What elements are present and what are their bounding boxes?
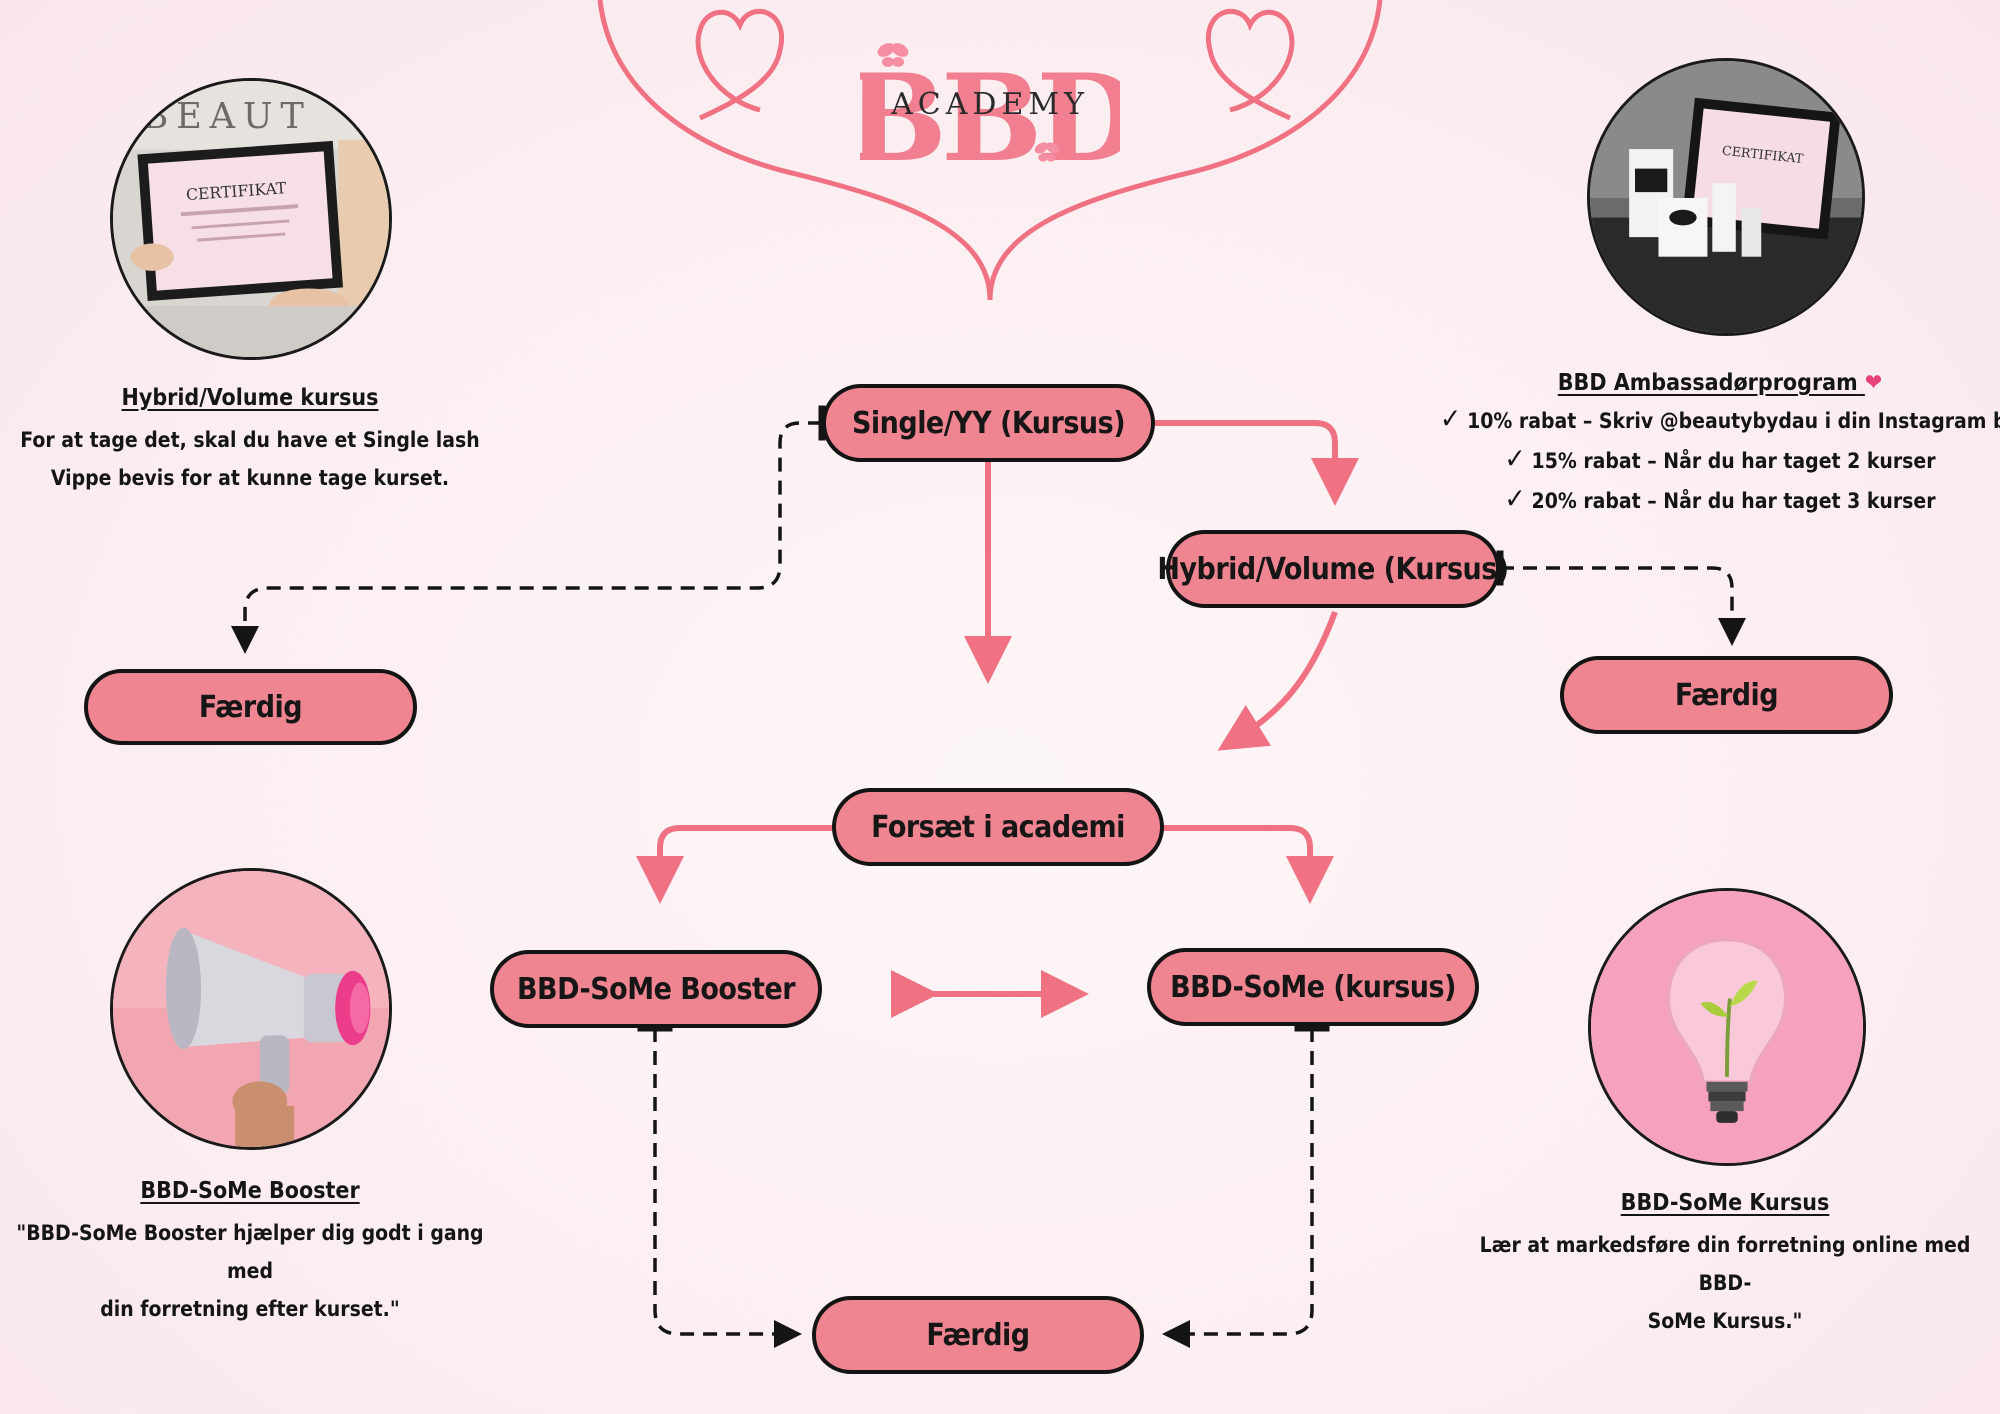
caption-booster-line: din forretning efter kurset." — [100, 1297, 400, 1321]
check-icon: ✓ — [1440, 402, 1462, 435]
caption-booster: BBD-SoMe Booster "BBD-SoMe Booster hjælp… — [10, 1178, 490, 1328]
node-done-left: Færdig — [84, 669, 417, 745]
caption-booster-line: "BBD-SoMe Booster hjælper dig godt i gan… — [16, 1221, 484, 1283]
photo-certificate-hands: BEAUT CERTIFIKAT — [110, 78, 392, 360]
node-single-yy: Single/YY (Kursus) — [822, 384, 1155, 462]
bbd-academy-logo: BBD ACADEMY — [846, 32, 1142, 189]
node-continue-academy: Forsæt i academi — [832, 788, 1164, 866]
ambassador-benefit: ✓15% rabat – Når du har taget 2 kurser — [1504, 442, 1936, 475]
caption-some-line: SoMe Kursus." — [1647, 1309, 1803, 1333]
photo-certificate-products: CERTIFIKAT — [1587, 58, 1865, 336]
caption-hybrid-line: Vippe bevis for at kunne tage kurset. — [50, 466, 450, 490]
caption-ambassador: BBD Ambassadørprogram ❤ ✓10% rabat – Skr… — [1440, 370, 2000, 520]
photo-megaphone — [110, 868, 392, 1150]
logo-big-text: BBD — [860, 48, 1120, 172]
caption-some: BBD-SoMe Kursus Lær at markedsføre din f… — [1455, 1190, 1995, 1340]
node-some-booster: BBD-SoMe Booster — [490, 950, 822, 1028]
caption-hybrid-title: Hybrid/Volume kursus — [121, 385, 379, 411]
caption-ambassador-title: BBD Ambassadørprogram ❤ — [1557, 370, 1883, 396]
node-done-right: Færdig — [1560, 656, 1893, 734]
photo-lightbulb — [1588, 888, 1866, 1166]
check-icon: ✓ — [1504, 482, 1526, 515]
ambassador-benefit: ✓10% rabat – Skriv @beautybydau i din In… — [1440, 402, 2000, 435]
logo-small-text: ACADEMY — [890, 87, 1089, 122]
heart-icon — [597, 0, 993, 301]
check-icon: ✓ — [1504, 442, 1526, 475]
caption-some-title: BBD-SoMe Kursus — [1620, 1190, 1830, 1216]
caption-hybrid-line: For at tage det, skal du have et Single … — [20, 428, 480, 452]
butterfly-icon — [877, 43, 909, 67]
megaphone-icon — [165, 927, 371, 1095]
heart-icon: ❤ — [1864, 370, 1883, 396]
node-done-bottom: Færdig — [812, 1296, 1144, 1374]
lightbulb-icon — [1667, 938, 1787, 1123]
node-some-course: BBD-SoMe (kursus) — [1147, 948, 1479, 1026]
heart-swirl-decoration — [597, 0, 1383, 301]
heart-icon — [987, 0, 1383, 301]
logo-graphic: BBD ACADEMY — [846, 43, 1142, 189]
butterfly-icon — [1034, 142, 1060, 162]
node-hybrid-volume: Hybrid/Volume (Kursus) — [1157, 530, 1509, 608]
caption-booster-title: BBD-SoMe Booster — [140, 1178, 360, 1204]
caption-some-line: Lær at markedsføre din forretning online… — [1479, 1233, 1971, 1295]
caption-hybrid: Hybrid/Volume kursus For at tage det, sk… — [20, 385, 480, 497]
ambassador-benefit: ✓20% rabat – Når du har taget 3 kurser — [1504, 482, 1936, 515]
